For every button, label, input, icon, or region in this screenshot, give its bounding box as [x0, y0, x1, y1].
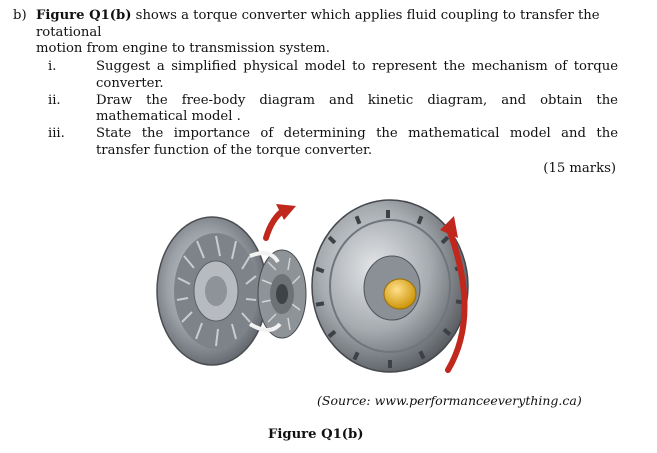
sub-question-number: i. — [48, 59, 57, 74]
question-text: Figure Q1(b) shows a torque converter wh… — [36, 8, 636, 58]
question-label: b) — [13, 8, 27, 23]
torque-converter-figure — [150, 196, 480, 386]
sub-question-item: i. Suggest a simplified physical model t… — [48, 59, 618, 93]
question-text-line2: motion from engine to transmission syste… — [36, 41, 330, 56]
figure-caption: Figure Q1(b) — [268, 427, 364, 442]
question-text-line1: shows a torque converter which applies f… — [36, 8, 600, 40]
sub-question-list: i. Suggest a simplified physical model t… — [48, 59, 618, 160]
figure-source: (Source: www.performanceeverything.ca) — [317, 393, 582, 408]
sub-question-item: iii. State the importance of determining… — [48, 126, 618, 160]
sub-question-text: Suggest a simplified physical model to r… — [96, 59, 618, 91]
sub-question-number: iii. — [48, 126, 65, 142]
rotation-arrows — [248, 204, 468, 373]
sub-question-item: ii. Draw the free-body diagram and kinet… — [48, 93, 618, 127]
turbine-cover — [311, 199, 469, 373]
marks-label: (15 marks) — [543, 161, 616, 176]
sub-question-text: State the importance of determining the … — [96, 126, 618, 158]
hub — [383, 278, 417, 310]
impeller — [156, 216, 268, 366]
torque-converter-illustration — [156, 199, 469, 373]
stator — [257, 249, 307, 339]
sub-question-text: Draw the free-body diagram and kinetic d… — [96, 92, 618, 125]
sub-question-number: ii. — [48, 92, 61, 108]
figure-reference: Figure Q1(b) — [36, 8, 132, 23]
